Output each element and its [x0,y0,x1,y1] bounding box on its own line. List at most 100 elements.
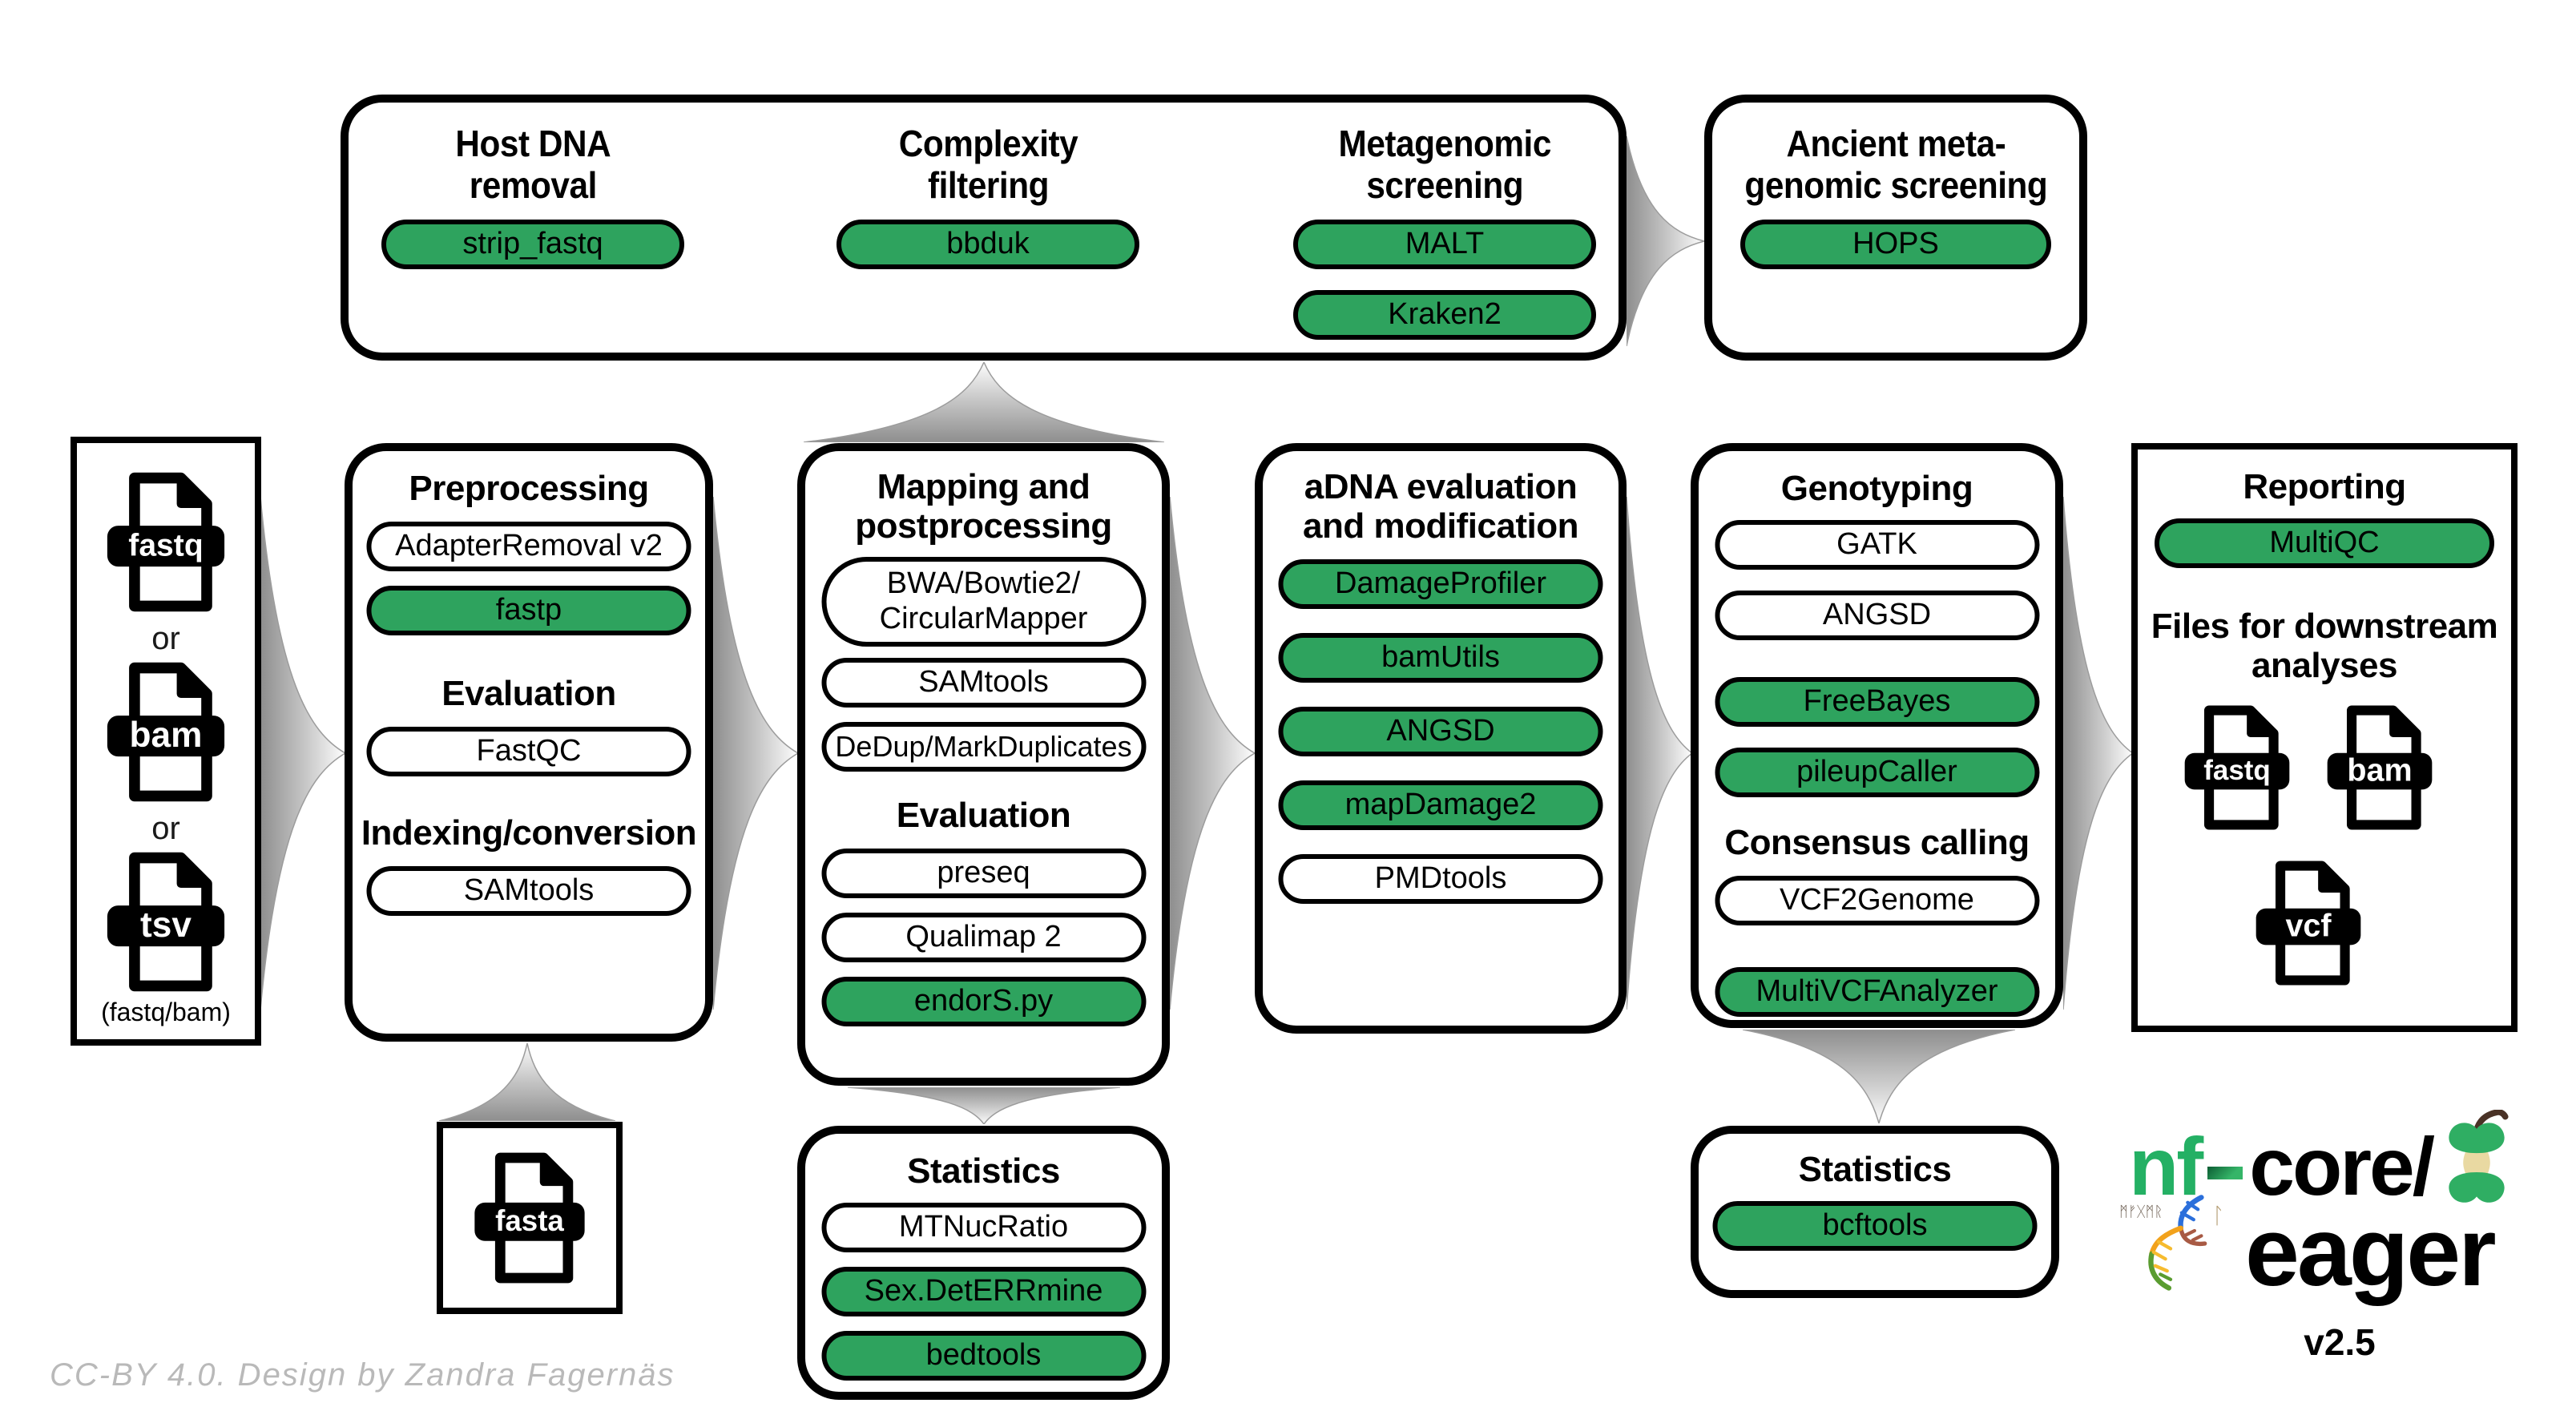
fastq-file-icon: fastq [2184,705,2290,830]
tsv-file-icon: tsv [107,852,225,992]
metagenomic-screening-title: Metagenomic screening [1338,123,1551,206]
tool-angsd: ANGSD [1278,707,1603,756]
complexity-filtering-title: Complexity filtering [898,123,1078,206]
nf-core-wordmark: nf core/ [2129,1120,2435,1214]
tool-bedtools: bedtools [821,1331,1146,1381]
or-label: or [151,811,180,846]
logo-core-text: core/ [2249,1121,2435,1212]
statistics-title: Statistics [1798,1150,1952,1189]
svg-text:fasta: fasta [495,1204,564,1237]
tool-angsd: ANGSD [1715,591,2039,640]
reporting-box: Reporting MultiQC Files for downstream a… [2131,443,2518,1032]
arrow-preprocessing-to-mapping [713,497,798,1010]
evaluation-title: Evaluation [441,674,616,713]
adna-title: aDNA evaluation and modification [1303,467,1579,546]
bam-file-icon: bam [107,662,225,802]
tool-fastp: fastp [366,586,691,635]
ancient-metagenomic-screening-title: Ancient meta- genomic screening [1744,123,2047,206]
fasta-reference-box: fasta [437,1122,623,1314]
consensus-calling-title: Consensus calling [1724,823,2030,862]
indexing-conversion-title: Indexing/conversion [361,813,697,853]
apple-core-icon [2449,1110,2509,1203]
tool-qualimap2: Qualimap 2 [821,913,1146,962]
svg-text:bam: bam [130,716,203,755]
tool-samtools: SAMtools [366,866,691,916]
svg-text:vcf: vcf [2285,909,2332,944]
svg-text:bam: bam [2347,753,2412,788]
tool-dedup-markduplicates: DeDup/MarkDuplicates [821,722,1146,772]
arrow-mapping-to-screening [804,362,1164,442]
fasta-file-icon: fasta [474,1152,585,1284]
svg-text:ᛗᚠᚷᛗᚱ: ᛗᚠᚷᛗᚱ [2119,1203,2163,1220]
downstream-files-title: Files for downstream analyses [2151,607,2498,686]
tool-mapdamage2: mapDamage2 [1278,780,1603,830]
tool-fastqc: FastQC [366,727,691,776]
tool-kraken2: Kraken2 [1293,290,1596,340]
tool-mtnucratio: MTNucRatio [821,1203,1146,1252]
or-label: or [151,621,180,656]
tool-bwa-bowtie2-circularmapper: BWA/Bowtie2/ CircularMapper [821,557,1146,647]
downstream-file-icons-row: fastq bam [2138,704,2479,831]
statistics-right-box: Statistics bcftools [1691,1126,2059,1298]
tool-pileupcaller: pileupCaller [1715,748,2039,797]
logo-eager-text: eager [2245,1197,2497,1306]
statistics-title: Statistics [907,1151,1060,1191]
arrow-input-to-preprocessing [260,497,345,1010]
logo-nf-text: nf [2129,1121,2203,1212]
logo-version: v2.5 [2304,1321,2376,1363]
tool-gatk: GATK [1715,520,2039,570]
vcf-file-icon: vcf [2256,861,2361,986]
tool-samtools: SAMtools [821,658,1146,708]
statistics-mid-box: Statistics MTNucRatio Sex.DetERRmine bed… [797,1126,1170,1400]
preprocessing-box: Preprocessing AdapterRemoval v2 fastp Ev… [345,443,713,1042]
arrow-genotyping-to-reporting [2063,497,2133,1010]
tool-bbduk: bbduk [836,220,1139,269]
tool-bamutils: bamUtils [1278,633,1603,683]
adna-evaluation-box: aDNA evaluation and modification DamageP… [1255,443,1627,1034]
ancient-metagenomic-screening-box: Ancient meta- genomic screening HOPS [1704,95,2087,361]
arrow-mapping-to-statistics [848,1087,1120,1124]
tool-sexdeterrmine: Sex.DetERRmine [821,1267,1146,1316]
tool-pmdtools: PMDtools [1278,854,1603,904]
tool-adapterremoval: AdapterRemoval v2 [366,522,691,571]
tool-multivcfanalyzer: MultiVCFAnalyzer [1715,967,2039,1017]
svg-text:fastq: fastq [2203,755,2270,786]
svg-text:ᛚ: ᛚ [2211,1202,2225,1228]
preprocessing-title: Preprocessing [409,469,649,508]
section-metagenomic-screening: Metagenomic screening MALT Kraken2 [1276,103,1613,353]
reporting-title: Reporting [2243,467,2406,506]
tool-bcftools: bcftools [1712,1201,2038,1251]
tool-malt: MALT [1293,220,1596,269]
arrow-adna-to-genotyping [1627,497,1692,1010]
tool-preseq: preseq [821,849,1146,898]
dna-helix-icon: ᛗᚠᚷᛗᚱ ᛚ [2119,1195,2225,1291]
screening-filtering-box: Host DNA removal strip_fastq Complexity … [341,95,1627,361]
tool-hops: HOPS [1740,220,2051,269]
tsv-caption: (fastq/bam) [101,998,231,1026]
genotyping-box: Genotyping GATK ANGSD FreeBayes pileupCa… [1691,443,2063,1028]
host-dna-removal-title: Host DNA removal [455,123,611,206]
tool-endors-py: endorS.py [821,977,1146,1026]
mapping-postprocessing-box: Mapping and postprocessing BWA/Bowtie2/ … [797,443,1170,1086]
evaluation-title: Evaluation [896,796,1071,835]
tool-vcf2genome: VCF2Genome [1715,876,2039,925]
license-credit: CC-BY 4.0. Design by Zandra Fagernäs [50,1357,675,1393]
arrow-metagenomic-to-ancient [1627,136,1704,346]
arrow-mapping-to-adna [1170,497,1255,1010]
mapping-title: Mapping and postprocessing [855,467,1112,546]
tool-multiqc: MultiQC [2155,518,2494,568]
fastq-file-icon: fastq [107,472,225,612]
tool-damageprofiler: DamageProfiler [1278,559,1603,609]
section-host-dna-removal: Host DNA removal strip_fastq [365,103,701,353]
genotyping-title: Genotyping [1780,469,1973,508]
section-complexity-filtering: Complexity filtering bbduk [820,103,1156,353]
tool-strip-fastq: strip_fastq [381,220,684,269]
arrow-genotyping-to-statistics [1743,1030,2015,1123]
svg-text:tsv: tsv [140,905,191,945]
input-files-box: fastq or bam or tsv (fastq/bam) [71,437,261,1046]
bam-file-icon: bam [2327,705,2433,830]
arrow-fasta-to-preprocessing [439,1043,615,1121]
logo-dash [2207,1166,2243,1179]
tool-freebayes: FreeBayes [1715,677,2039,727]
